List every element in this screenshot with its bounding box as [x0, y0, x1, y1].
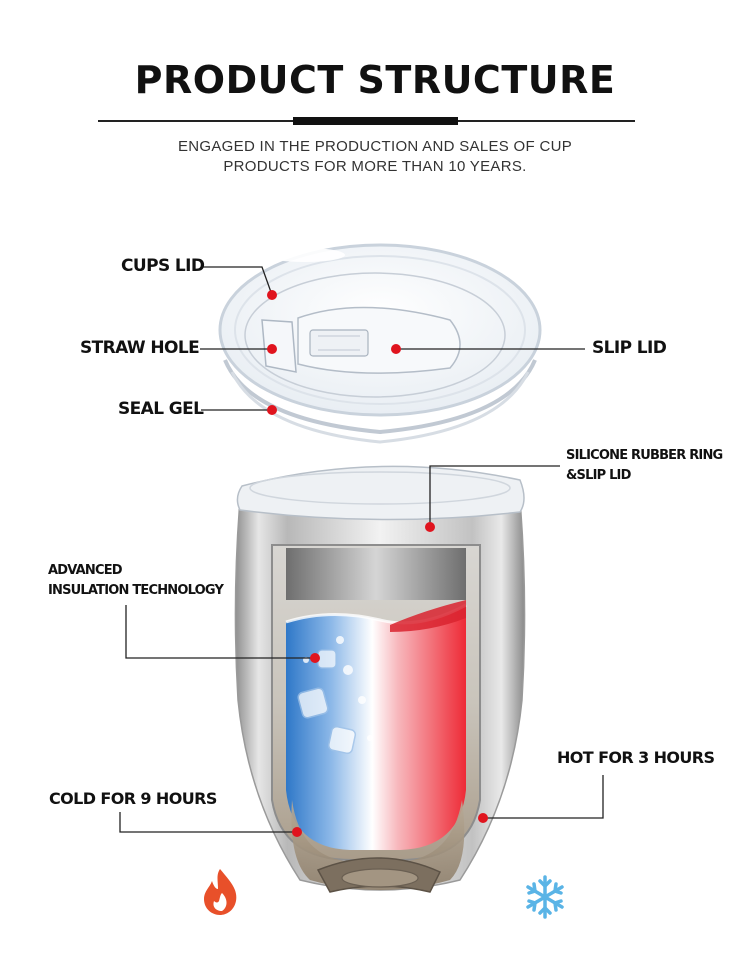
label-hot: HOT FOR 3 HOURS	[557, 748, 715, 767]
label-silicone-line-1: SILICONE RUBBER RING	[566, 448, 723, 463]
marker-cups-lid	[267, 290, 277, 300]
cups-lid-illustration	[218, 243, 542, 444]
label-cold: COLD FOR 9 HOURS	[49, 789, 217, 808]
subtitle-line-1: ENGAGED IN THE PRODUCTION AND SALES OF C…	[177, 138, 573, 155]
label-insulation-line-2: INSULATION TECHNOLOGY	[48, 583, 224, 598]
label-insulation: ADVANCED INSULATION TECHNOLOGY	[48, 561, 248, 601]
label-silicone-ring: SILICONE RUBBER RING &SLIP LID	[566, 446, 741, 486]
tumbler-illustration	[234, 465, 526, 893]
label-seal-gel: SEAL GEL	[118, 399, 204, 419]
fire-icon	[204, 869, 237, 915]
marker-seal-gel	[267, 405, 277, 415]
label-cups-lid: CUPS LID	[121, 256, 205, 276]
label-insulation-line-1: ADVANCED	[48, 563, 123, 578]
marker-insulation	[310, 653, 320, 663]
page-subtitle: ENGAGED IN THE PRODUCTION AND SALES OF C…	[0, 137, 750, 177]
label-slip-lid: SLIP LID	[592, 338, 667, 358]
label-silicone-line-2: &SLIP LID	[566, 468, 631, 483]
label-straw-hole: STRAW HOLE	[80, 338, 200, 358]
marker-silicone-ring	[425, 522, 435, 532]
callout-markers	[267, 290, 488, 837]
snowflake-icon	[526, 875, 564, 919]
subtitle-line-2: PRODUCTS FOR MORE THAN 10 YEARS.	[223, 158, 527, 175]
marker-cold	[292, 827, 302, 837]
marker-hot	[478, 813, 488, 823]
marker-straw-hole	[267, 344, 277, 354]
page-title: PRODUCT STRUCTURE	[134, 58, 616, 102]
marker-slip-lid	[391, 344, 401, 354]
title-divider-accent	[293, 117, 458, 125]
callout-lines	[119, 266, 604, 833]
